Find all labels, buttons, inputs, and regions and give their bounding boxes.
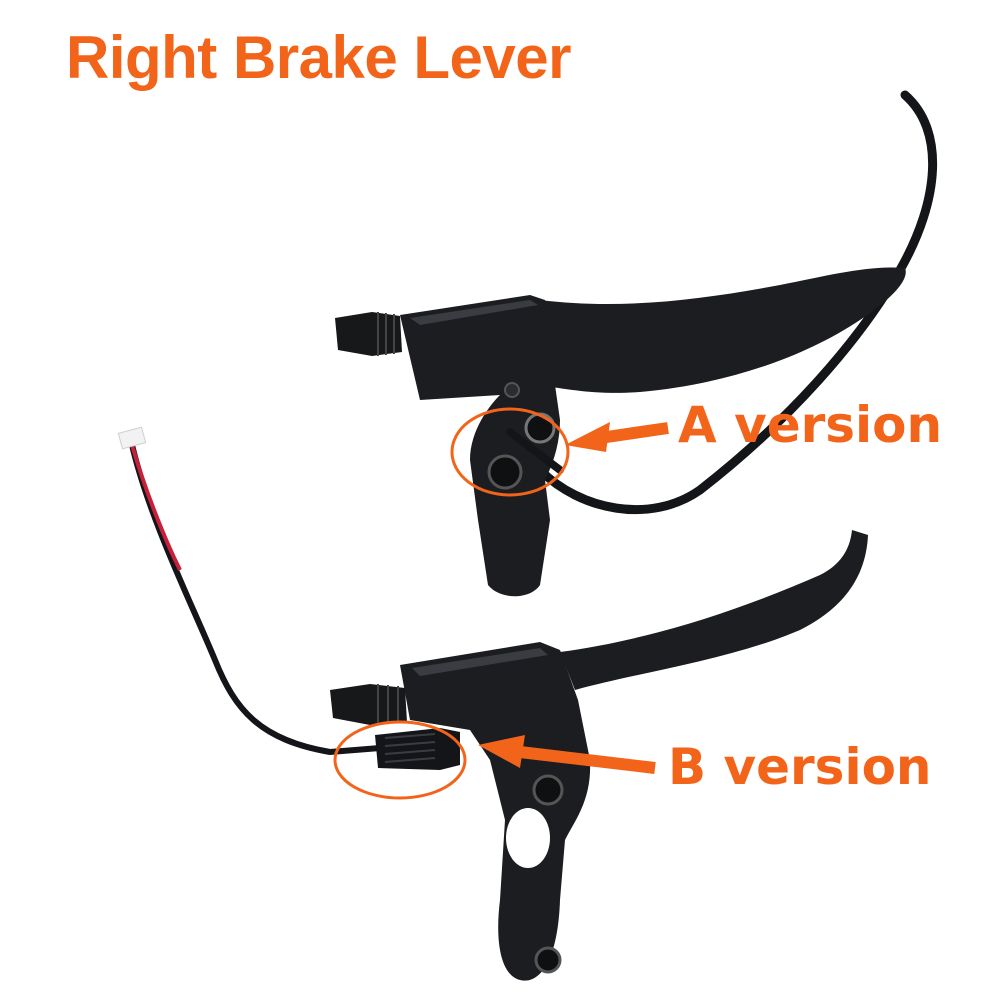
lever-a bbox=[335, 90, 938, 597]
lever-blade-a bbox=[540, 267, 906, 393]
arrow-icon bbox=[478, 735, 525, 768]
lever-body-a bbox=[400, 295, 560, 597]
screw-icon bbox=[487, 454, 523, 490]
lever-b bbox=[117, 426, 868, 981]
highlight-circle-a bbox=[450, 407, 570, 497]
highlight-circle-b bbox=[333, 720, 467, 800]
barrel-adjuster-b bbox=[330, 684, 407, 725]
annotation-a-version: A version bbox=[678, 396, 943, 454]
cable-a bbox=[535, 90, 938, 515]
screw-icon bbox=[524, 412, 556, 444]
screw-icon bbox=[532, 774, 564, 806]
lever-body-b bbox=[400, 642, 591, 981]
annotation-b-version: B version bbox=[668, 738, 932, 796]
screw-icon bbox=[504, 382, 520, 398]
arrow-icon bbox=[565, 422, 610, 452]
screw-icon bbox=[534, 946, 562, 974]
connector-plug bbox=[117, 426, 147, 450]
barrel-adjuster-a bbox=[335, 312, 402, 356]
sensor-plug bbox=[375, 728, 460, 770]
product-title: Right Brake Lever bbox=[66, 24, 572, 91]
lever-blade-b bbox=[560, 530, 868, 690]
